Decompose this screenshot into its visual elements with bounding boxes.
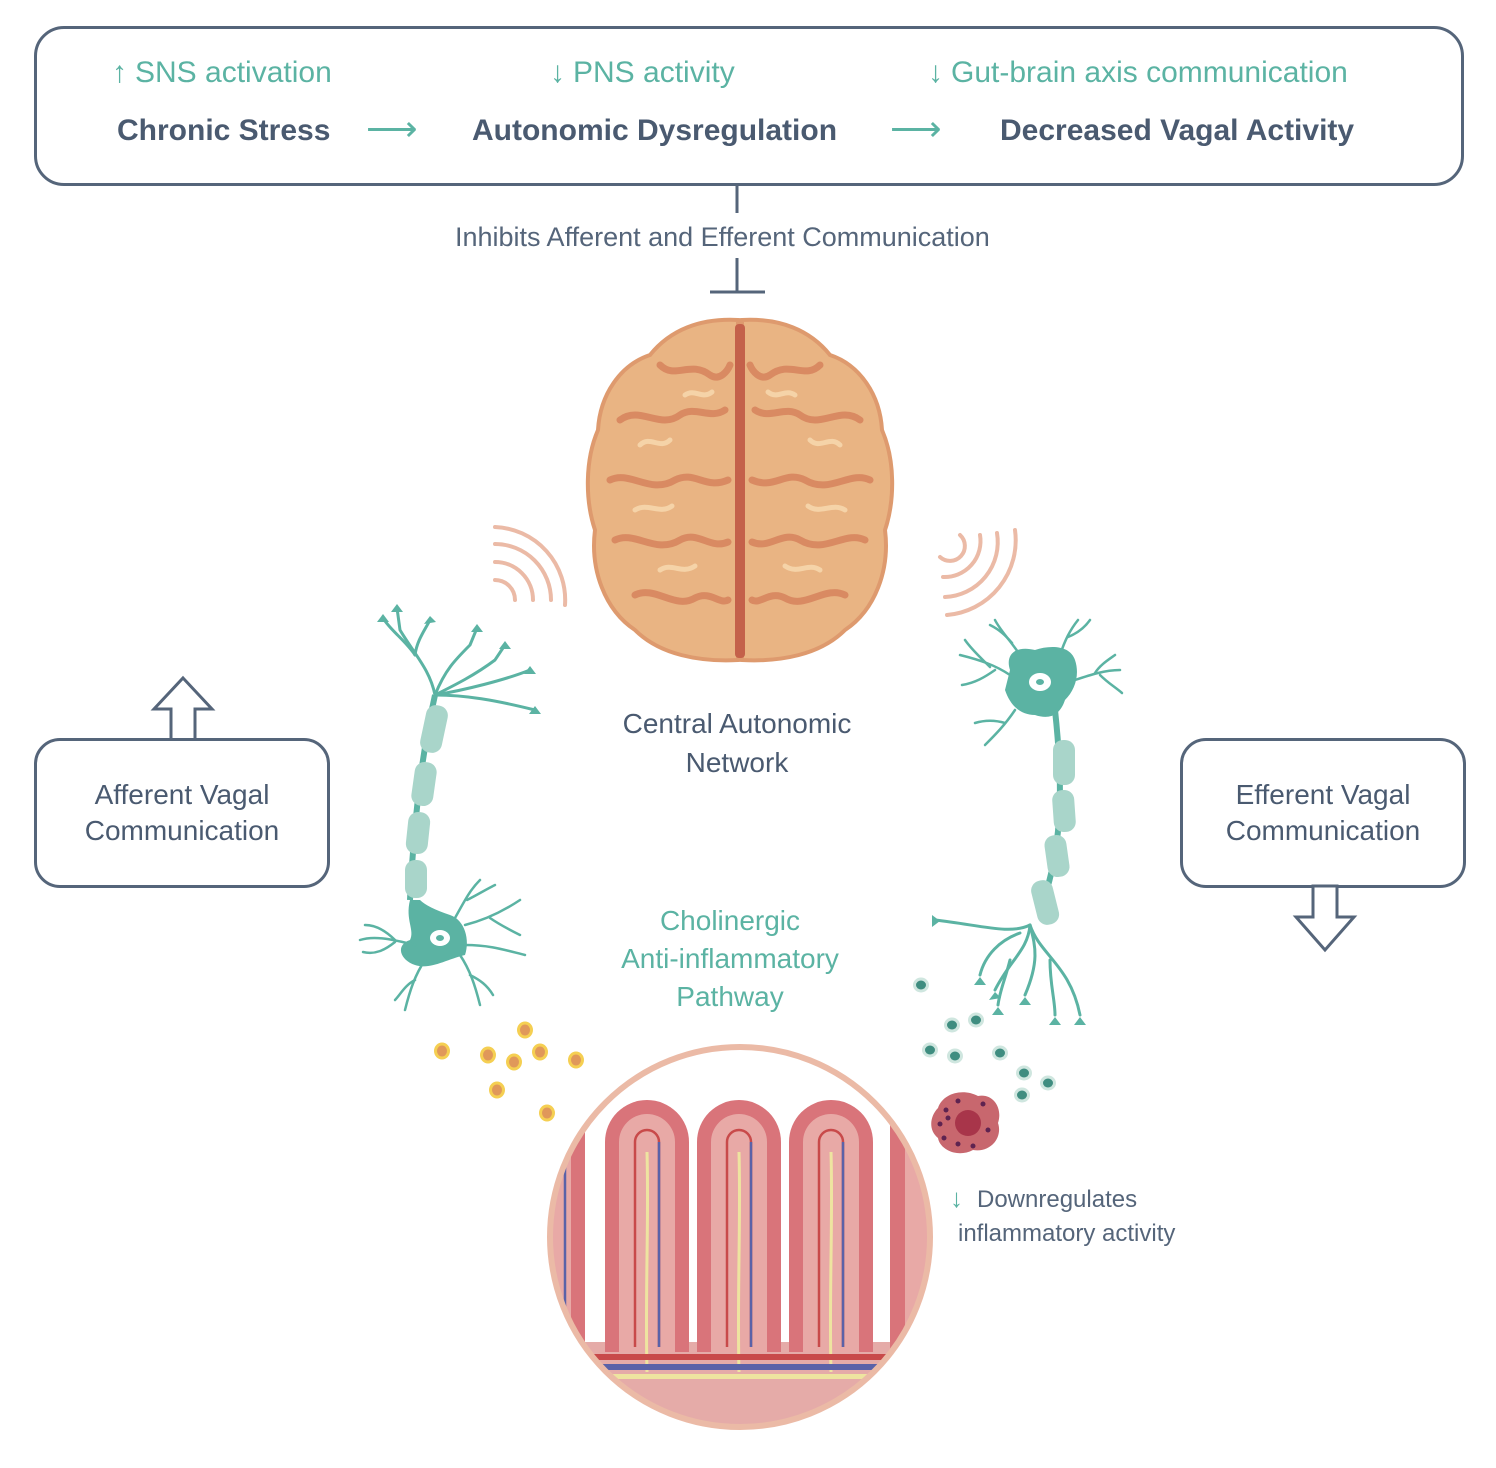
signal-waves-left-icon <box>493 525 568 607</box>
label-line: Network <box>685 747 789 779</box>
effect-label: Gut-brain axis communication <box>951 56 1348 89</box>
arrow-down-icon: ↓ <box>928 56 943 89</box>
acetylcholine-particle <box>1040 1075 1056 1091</box>
efferent-label-line2: Communication <box>1225 815 1421 846</box>
stress-pathway-box <box>34 26 1464 186</box>
nutrient-particle <box>434 1042 450 1060</box>
efferent-vagal-box: Efferent Vagal Communication <box>1180 738 1466 888</box>
effect-pns: ↓PNS activity <box>550 56 735 90</box>
effect-sns: ↑SNS activation <box>112 56 332 90</box>
efferent-label-line1: Efferent Vagal <box>1235 779 1411 811</box>
cholinergic-pathway-label: Cholinergic Anti-inflammatory Pathway <box>580 902 880 1016</box>
flow-step-chronic-stress: Chronic Stress <box>117 114 331 147</box>
note-line1: Downregulates <box>977 1186 1138 1213</box>
label-line: Anti-inflammatory <box>621 943 839 975</box>
acetylcholine-particle <box>992 1045 1008 1061</box>
central-autonomic-network-label: Central Autonomic Network <box>587 704 887 782</box>
acetylcholine-particle <box>913 977 929 993</box>
label-line: Central Autonomic <box>622 708 852 739</box>
nutrient-particle <box>539 1104 555 1122</box>
immune-cell-icon <box>931 1092 1000 1154</box>
efferent-neuron-illustration <box>932 618 1124 1025</box>
arrow-down-icon: ↓ <box>550 56 565 89</box>
inhibition-connector <box>710 186 765 294</box>
nutrient-particle <box>480 1046 496 1064</box>
afferent-label-line2: Communication <box>84 815 280 846</box>
signal-waves-right-icon <box>938 528 1018 617</box>
acetylcholine-particle <box>944 1017 960 1033</box>
brain-illustration <box>585 317 895 663</box>
nutrient-particle <box>532 1043 548 1061</box>
inhibition-label: Inhibits Afferent and Efferent Communica… <box>455 222 990 252</box>
label-line: Cholinergic <box>659 905 801 936</box>
acetylcholine-particle <box>968 1012 984 1028</box>
effect-label: SNS activation <box>135 56 332 89</box>
flow-arrow-icon: ⟶ <box>366 108 418 149</box>
flow-arrow-icon: ⟶ <box>890 108 942 149</box>
acetylcholine-particle <box>922 1042 938 1058</box>
acetylcholine-particle <box>1014 1087 1030 1103</box>
arrow-down-icon: ↓ <box>950 1183 963 1213</box>
note-line2: inflammatory activity <box>958 1219 1176 1247</box>
acetylcholine-particle <box>947 1048 963 1064</box>
nutrient-particle <box>517 1021 533 1039</box>
gut-villi-illustration <box>547 1044 933 1430</box>
flow-step-decreased-vagal: Decreased Vagal Activity <box>1000 114 1355 147</box>
downregulates-note: ↓ Downregulates inflammatory activity <box>950 1180 1175 1250</box>
afferent-vagal-box: Afferent Vagal Communication <box>34 738 330 888</box>
nutrient-particle <box>568 1051 584 1069</box>
efferent-down-arrow-icon <box>1292 884 1358 953</box>
effect-gut-brain: ↓Gut-brain axis communication <box>928 56 1348 90</box>
afferent-neuron-illustration <box>358 604 541 1012</box>
nutrient-particle <box>506 1053 522 1071</box>
nutrient-particle <box>489 1081 505 1099</box>
arrow-up-icon: ↑ <box>112 56 127 89</box>
label-line: Pathway <box>676 981 784 1013</box>
acetylcholine-particle <box>1016 1065 1032 1081</box>
effect-label: PNS activity <box>573 56 735 89</box>
flow-step-autonomic-dysregulation: Autonomic Dysregulation <box>472 114 838 147</box>
afferent-label-line1: Afferent Vagal <box>94 779 270 811</box>
